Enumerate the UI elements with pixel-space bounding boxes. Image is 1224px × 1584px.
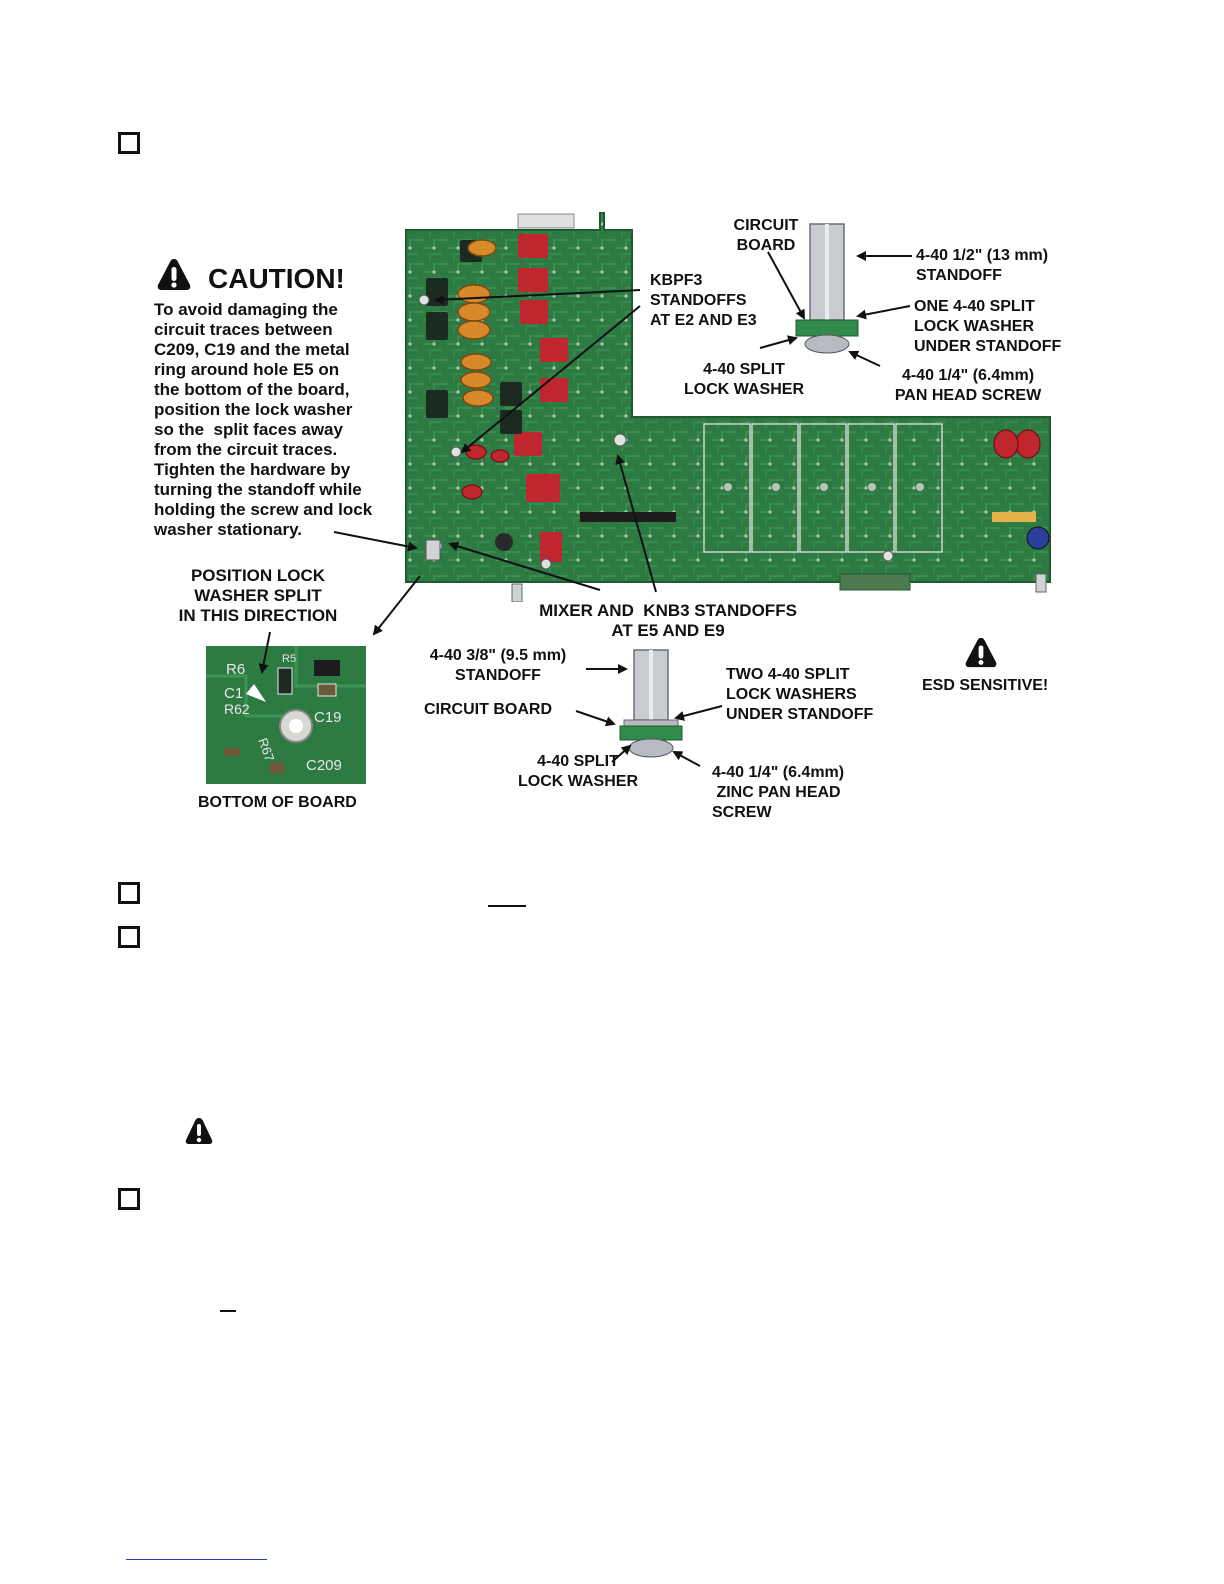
callout-standoff-half-inch: 4-40 1/2" (13 mm) STANDOFF	[916, 247, 1049, 284]
pcb-board-photo	[405, 212, 1051, 602]
callout-bottom-of-board: BOTTOM OF BOARD	[198, 794, 357, 811]
caution-title: CAUTION!	[208, 263, 345, 294]
underline-mark	[488, 905, 526, 907]
pcb-label-c19: C19	[314, 709, 342, 726]
callout-mixer-knb3: MIXER AND KNB3 STANDOFFS AT E5 AND E9	[539, 601, 797, 640]
caution-body: To avoid damaging the circuit traces bet…	[154, 300, 373, 539]
callout-circuit-board-top: CIRCUIT BOARD	[733, 217, 799, 254]
tall-standoff-diagram	[795, 223, 859, 354]
pcb-label-r5: R5	[282, 653, 296, 665]
pcb-label-c1: C1	[224, 685, 243, 702]
callout-one-lock-washer: ONE 4-40 SPLIT LOCK WASHER UNDER STANDOF…	[914, 298, 1062, 355]
warning-icon	[185, 1118, 213, 1144]
assembly-figure: CAUTION! To avoid damaging the circuit t…	[154, 212, 1062, 821]
callout-standoff-3-8: 4-40 3/8" (9.5 mm) STANDOFF	[429, 647, 567, 684]
callout-esd-sensitive: ESD SENSITIVE!	[922, 677, 1049, 694]
step-checkbox-2[interactable]	[118, 882, 140, 904]
pcb-label-c209: C209	[306, 757, 342, 774]
step-checkbox-4[interactable]	[118, 1188, 140, 1210]
pcb-label-r6: R6	[226, 661, 245, 678]
callout-pan-head-screw-top: 4-40 1/4" (6.4mm) PAN HEAD SCREW	[894, 367, 1042, 404]
callout-kbpf3-standoffs: KBPF3 STANDOFFS AT E2 AND E3	[650, 272, 757, 329]
callout-lock-washer-top: 4-40 SPLIT LOCK WASHER	[684, 361, 804, 398]
esd-warning-icon	[965, 637, 997, 668]
underline-mark-2	[220, 1310, 236, 1312]
footer-link-underline[interactable]	[126, 1559, 267, 1560]
step-checkbox-1[interactable]	[118, 132, 140, 154]
callout-arrows	[258, 251, 912, 767]
caution-warning-icon	[157, 259, 191, 290]
pcb-label-r62: R62	[224, 701, 250, 717]
callout-circuit-board-bottom: CIRCUIT BOARD	[424, 701, 552, 718]
step-checkbox-3[interactable]	[118, 926, 140, 948]
short-standoff-diagram	[619, 649, 683, 758]
callout-lock-washer-bottom: 4-40 SPLIT LOCK WASHER	[518, 753, 638, 790]
bottom-of-board-photo: R6 R5 C1 R62 R67 C19 C209	[206, 646, 366, 784]
callout-two-lock-washers: TWO 4-40 SPLIT LOCK WASHERS UNDER STANDO…	[726, 666, 874, 723]
callout-zinc-pan-head-screw: 4-40 1/4" (6.4mm) ZINC PAN HEAD SCREW	[712, 764, 845, 821]
callout-position-split: POSITION LOCK WASHER SPLIT IN THIS DIREC…	[178, 566, 338, 625]
